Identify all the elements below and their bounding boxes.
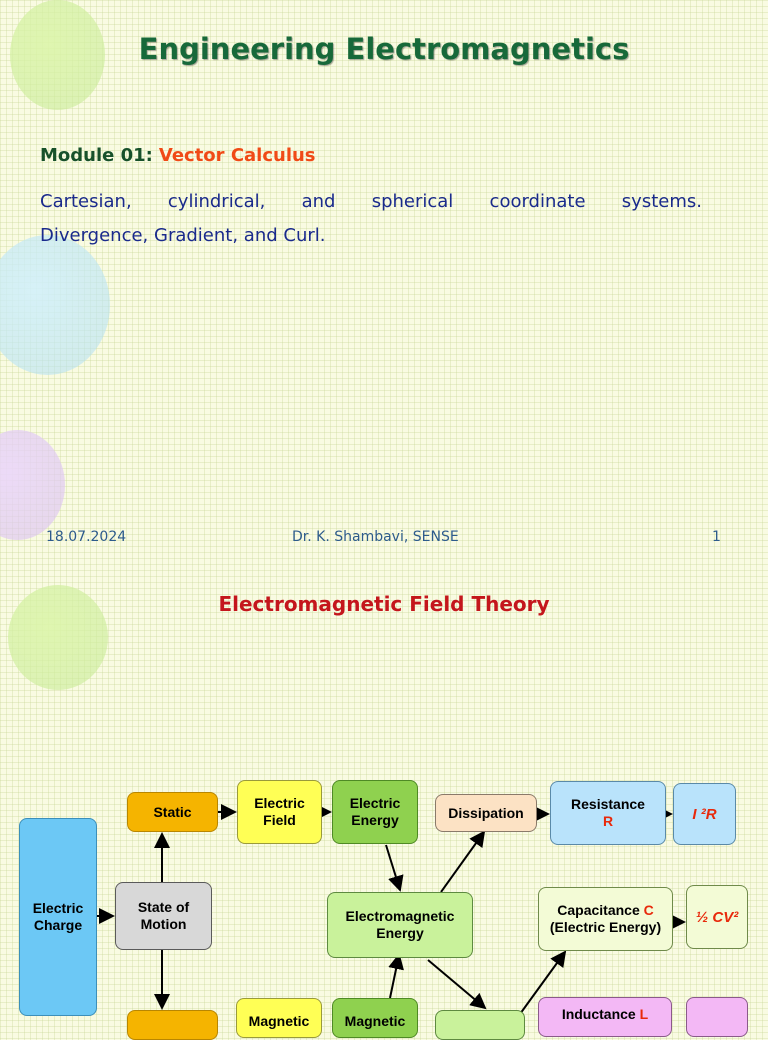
word: Cartesian, [40, 191, 132, 212]
word: systems. [621, 191, 702, 212]
module-label: Module 01: [40, 145, 153, 166]
node-magnetic-field: Magnetic [236, 998, 322, 1038]
diagram-arrows [97, 804, 686, 1015]
module-description: Cartesian, cylindrical, and spherical co… [40, 185, 702, 253]
word: and [301, 191, 336, 212]
node-static: Static [127, 792, 218, 832]
arrow-eenergy-to-em [385, 844, 404, 892]
slide-1: Engineering Electromagnetics Module 01:V… [40, 32, 721, 545]
node-inductance: Inductance L [538, 997, 672, 1037]
node-inductor-energy [686, 997, 748, 1037]
node-electric-energy: Electric Energy [332, 780, 418, 844]
module-heading: Module 01:Vector Calculus [40, 145, 316, 166]
footer-date: 18.07.2024 [46, 529, 127, 545]
node-dissipation: Dissipation [435, 794, 537, 832]
description-line-2: Divergence, Gradient, and Curl. [40, 225, 326, 246]
word: cylindrical, [167, 191, 266, 212]
arrow-em-to-dissipation [440, 830, 486, 893]
footer-author: Dr. K. Shambavi, SENSE [292, 529, 459, 545]
word: coordinate [489, 191, 586, 212]
node-electric-charge: Electric Charge [19, 818, 97, 1016]
slide-title: Engineering Electromagnetics [138, 32, 630, 66]
footer-page-number: 1 [712, 529, 721, 545]
node-state-of-motion: State of Motion [115, 882, 212, 950]
node-capacitance: Capacitance C (Electric Energy) [538, 887, 673, 951]
slide-2: Electromagnetic Field Theory Electric Ch… [0, 572, 768, 1040]
node-dynamic [127, 1010, 218, 1040]
node-capacitor-energy: ½ CV² [686, 885, 748, 949]
description-line-1: Cartesian, cylindrical, and spherical co… [40, 185, 702, 219]
module-name: Vector Calculus [158, 145, 316, 166]
balloon-decoration-green-2 [8, 585, 108, 690]
balloon-decoration-blue [0, 235, 110, 375]
slide-title: Electromagnetic Field Theory [218, 592, 550, 616]
node-resistance: Resistance R [550, 781, 666, 845]
node-lower-energy [435, 1010, 525, 1040]
word: spherical [371, 191, 454, 212]
node-electromagnetic-energy: Electromagnetic Energy [327, 892, 473, 958]
arrow-em-to-lower [427, 959, 487, 1010]
arrow-lower-to-capacitance [519, 950, 567, 1015]
node-electric-field: Electric Field [237, 780, 322, 844]
node-power-dissipation: I ²R [673, 783, 736, 845]
arrow-menergy-to-em [388, 953, 404, 999]
node-magnetic-energy: Magnetic [332, 998, 418, 1038]
balloon-decoration-green [10, 0, 105, 110]
